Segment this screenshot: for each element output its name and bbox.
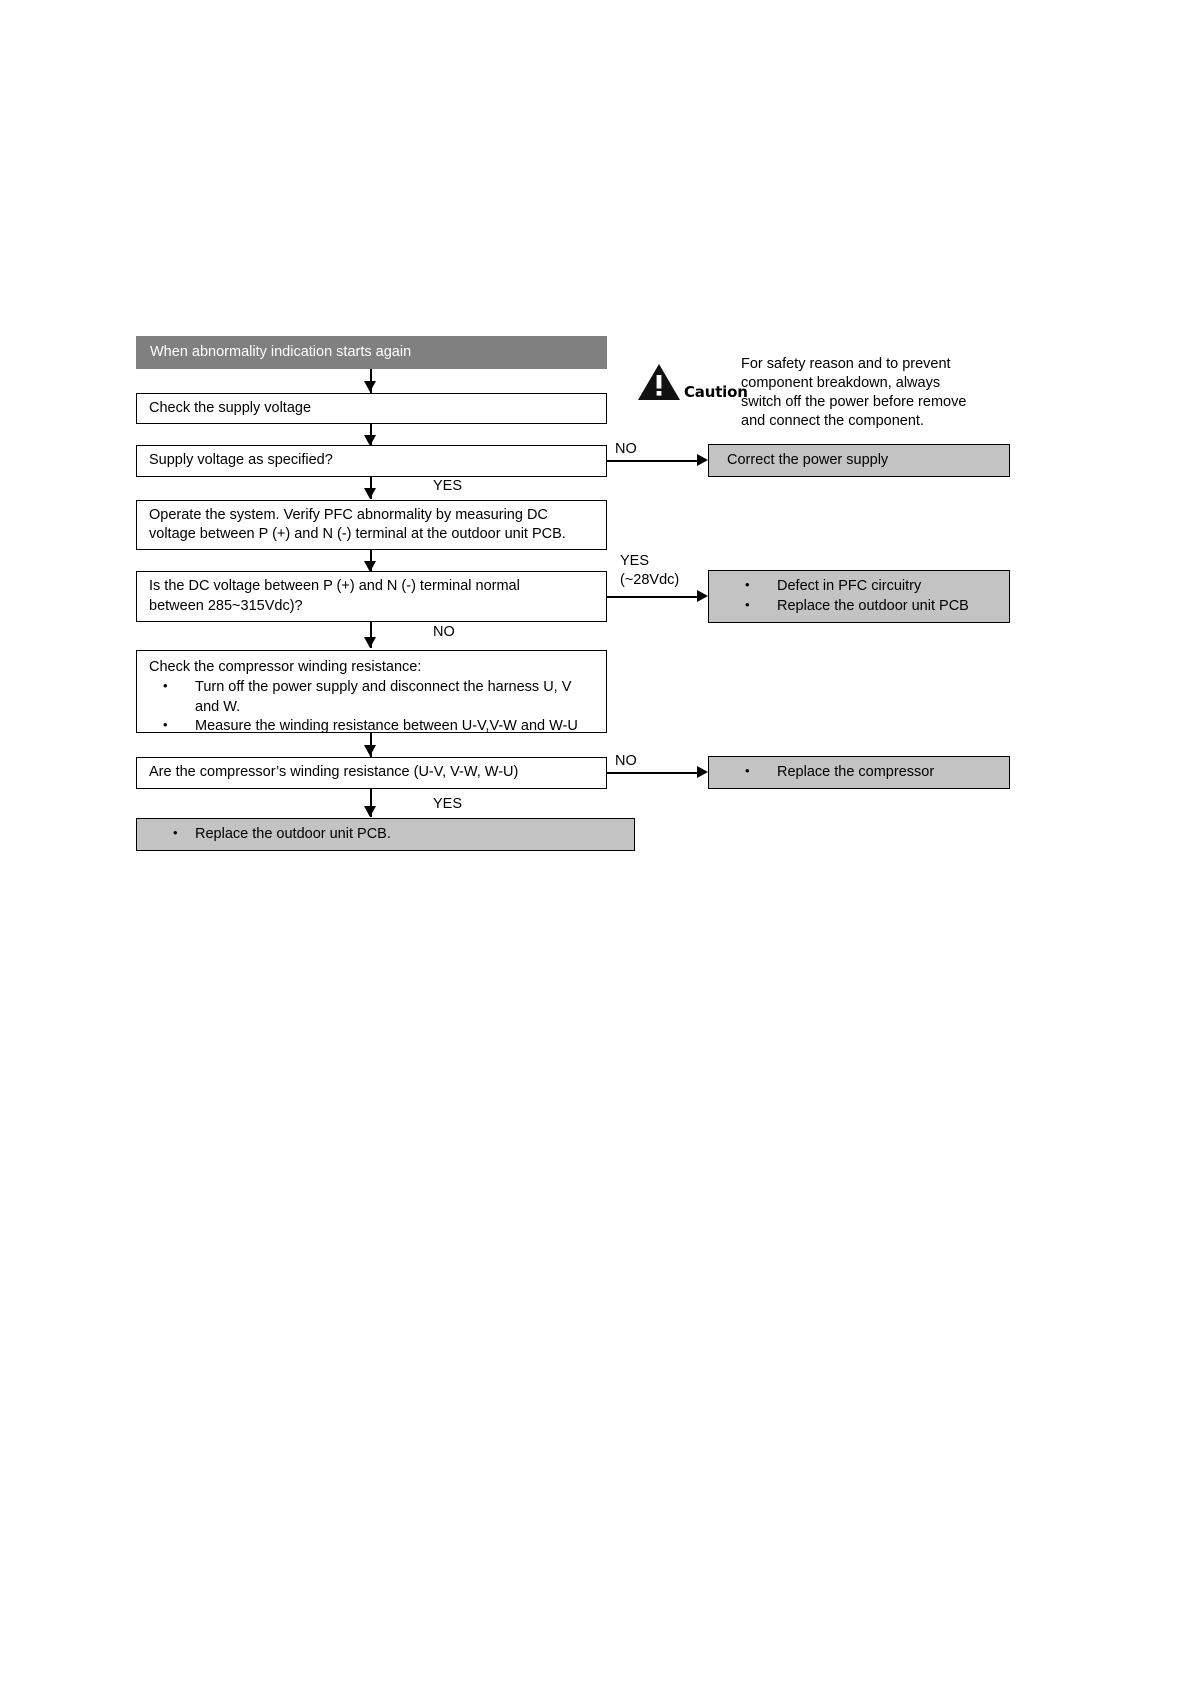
step-operate-system-line1: Operate the system. Verify PFC abnormali…	[149, 506, 548, 523]
result-pfc-defect: Defect in PFC circuitry Replace the outd…	[708, 570, 1010, 623]
arrowhead-check-supply-to-supply-question	[364, 435, 376, 446]
result-pfc-defect-item-2: Replace the outdoor unit PCB	[717, 595, 1001, 616]
decision-dc-voltage-normal-line2: between 285~315Vdc)?	[149, 597, 303, 614]
result-pfc-defect-item-1: Defect in PFC circuitry	[717, 576, 1001, 596]
edge-label-winding-yes: YES	[433, 796, 463, 812]
caution-line-4: and connect the component.	[741, 412, 924, 429]
decision-compressor-winding-resistance: Are the compressor’s winding resistance …	[136, 757, 607, 789]
caution-line-3: switch off the power before remove	[741, 393, 967, 410]
result-replace-compressor-item-1: Replace the compressor	[717, 762, 1001, 782]
step-check-supply-voltage: Check the supply voltage	[136, 393, 607, 424]
arrowhead-operate-to-dc-question	[364, 561, 376, 572]
caution-text-block: For safety reason and to prevent compone…	[741, 355, 991, 430]
decision-dc-voltage-normal-line1: Is the DC voltage between P (+) and N (-…	[149, 578, 520, 595]
connector-winding-yes-branch	[370, 789, 372, 817]
arrowhead-header-to-check-supply	[364, 381, 376, 392]
caution-triangle-icon	[636, 362, 682, 402]
result-replace-compressor: Replace the compressor	[708, 756, 1010, 789]
decision-supply-voltage-specified-label: Supply voltage as specified?	[149, 452, 333, 469]
result-replace-outdoor-pcb-final: Replace the outdoor unit PCB.	[136, 818, 635, 851]
caution-line-2: component breakdown, always	[741, 374, 941, 391]
connector-dc-no-branch	[370, 622, 372, 648]
flow-header-box: When abnormality indication starts again	[136, 336, 607, 369]
decision-compressor-winding-resistance-label: Are the compressor’s winding resistance …	[149, 764, 519, 781]
flow-header-label: When abnormality indication starts again	[150, 343, 412, 360]
arrowhead-supply-no-branch	[697, 454, 708, 466]
edge-label-winding-no: NO	[615, 753, 637, 769]
decision-dc-voltage-normal: Is the DC voltage between P (+) and N (-…	[136, 571, 607, 622]
connector-winding-no-branch	[607, 772, 700, 774]
result-replace-outdoor-pcb-final-list: Replace the outdoor unit PCB.	[145, 824, 626, 844]
edge-label-supply-yes: YES	[433, 478, 463, 494]
caution-block	[636, 362, 682, 402]
result-replace-compressor-list: Replace the compressor	[717, 762, 1001, 782]
step-check-compressor-winding-list: Turn off the power supply and disconnect…	[149, 677, 598, 736]
arrowhead-winding-check-to-winding-question	[364, 745, 376, 756]
arrowhead-winding-yes-branch	[364, 806, 376, 817]
decision-supply-voltage-specified: Supply voltage as specified?	[136, 445, 607, 477]
result-replace-outdoor-pcb-final-item-1: Replace the outdoor unit PCB.	[145, 824, 626, 844]
caution-word-label: Caution	[684, 383, 748, 401]
step-check-compressor-winding-item-2: Measure the winding resistance between U…	[149, 716, 598, 736]
step-operate-system: Operate the system. Verify PFC abnormali…	[136, 500, 607, 550]
edge-label-dc-no: NO	[433, 624, 455, 640]
edge-label-dc-yes: YES (~28Vdc)	[620, 553, 680, 588]
arrowhead-dc-no-branch	[364, 637, 376, 648]
arrowhead-dc-yes-branch	[697, 590, 708, 602]
connector-dc-yes-branch	[607, 596, 700, 598]
connector-supply-no-branch	[607, 460, 700, 462]
edge-label-supply-no: NO	[615, 441, 637, 457]
step-operate-system-line2: voltage between P (+) and N (-) terminal…	[149, 526, 566, 542]
step-check-compressor-winding-lead: Check the compressor winding resistance:	[149, 659, 422, 675]
result-correct-power-supply: Correct the power supply	[708, 444, 1010, 477]
step-check-supply-voltage-label: Check the supply voltage	[149, 399, 312, 416]
step-check-compressor-winding: Check the compressor winding resistance:…	[136, 650, 607, 736]
result-pfc-defect-list: Defect in PFC circuitry Replace the outd…	[717, 576, 1001, 616]
result-correct-power-supply-label: Correct the power supply	[727, 451, 889, 468]
step-check-compressor-winding-item-1: Turn off the power supply and disconnect…	[149, 677, 598, 717]
arrowhead-supply-yes-branch	[364, 488, 376, 499]
warning-triangle-svg	[638, 364, 680, 400]
arrowhead-winding-no-branch	[697, 766, 708, 778]
caution-line-1: For safety reason and to prevent	[741, 356, 951, 372]
